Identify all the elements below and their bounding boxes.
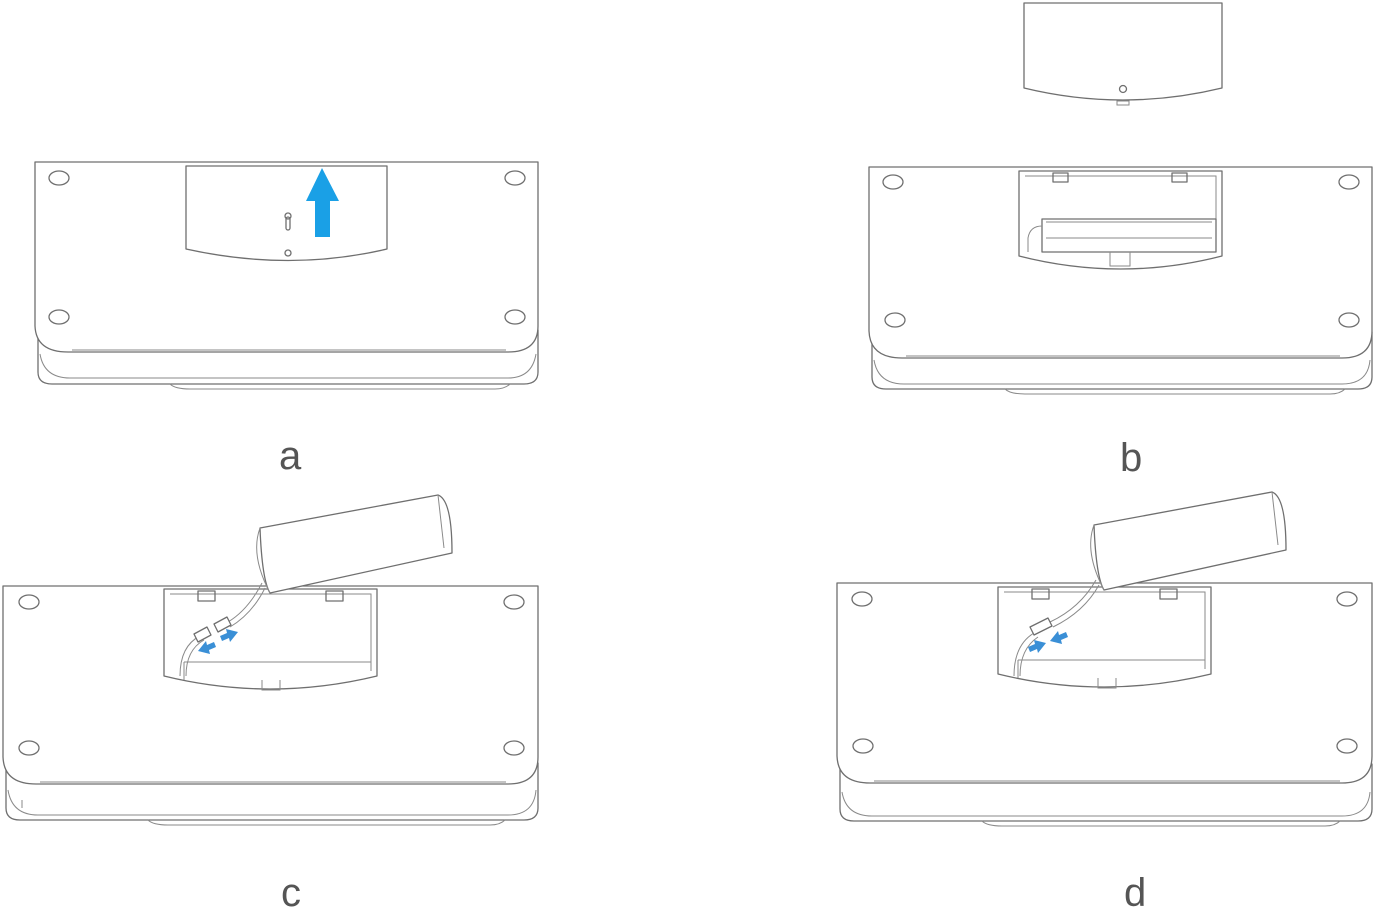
step-label-b: b [1120, 436, 1143, 480]
step-label-a: a [279, 434, 302, 478]
panel-c-disconnect-battery [2, 494, 539, 826]
panel-d-reconnect-battery [836, 491, 1373, 827]
connector-push-arrow-left-icon [1028, 640, 1046, 653]
connector-arrow-left-icon [198, 641, 216, 654]
step-label-d: d [1124, 871, 1147, 915]
connector-push-arrow-right-icon [1050, 631, 1068, 644]
connector-arrow-right-icon [220, 629, 238, 642]
step-label-c: c [281, 871, 301, 915]
slide-up-arrow-icon [306, 168, 339, 237]
panel-a-device-bottom [34, 161, 539, 390]
panel-b-cover-removed [868, 2, 1373, 395]
